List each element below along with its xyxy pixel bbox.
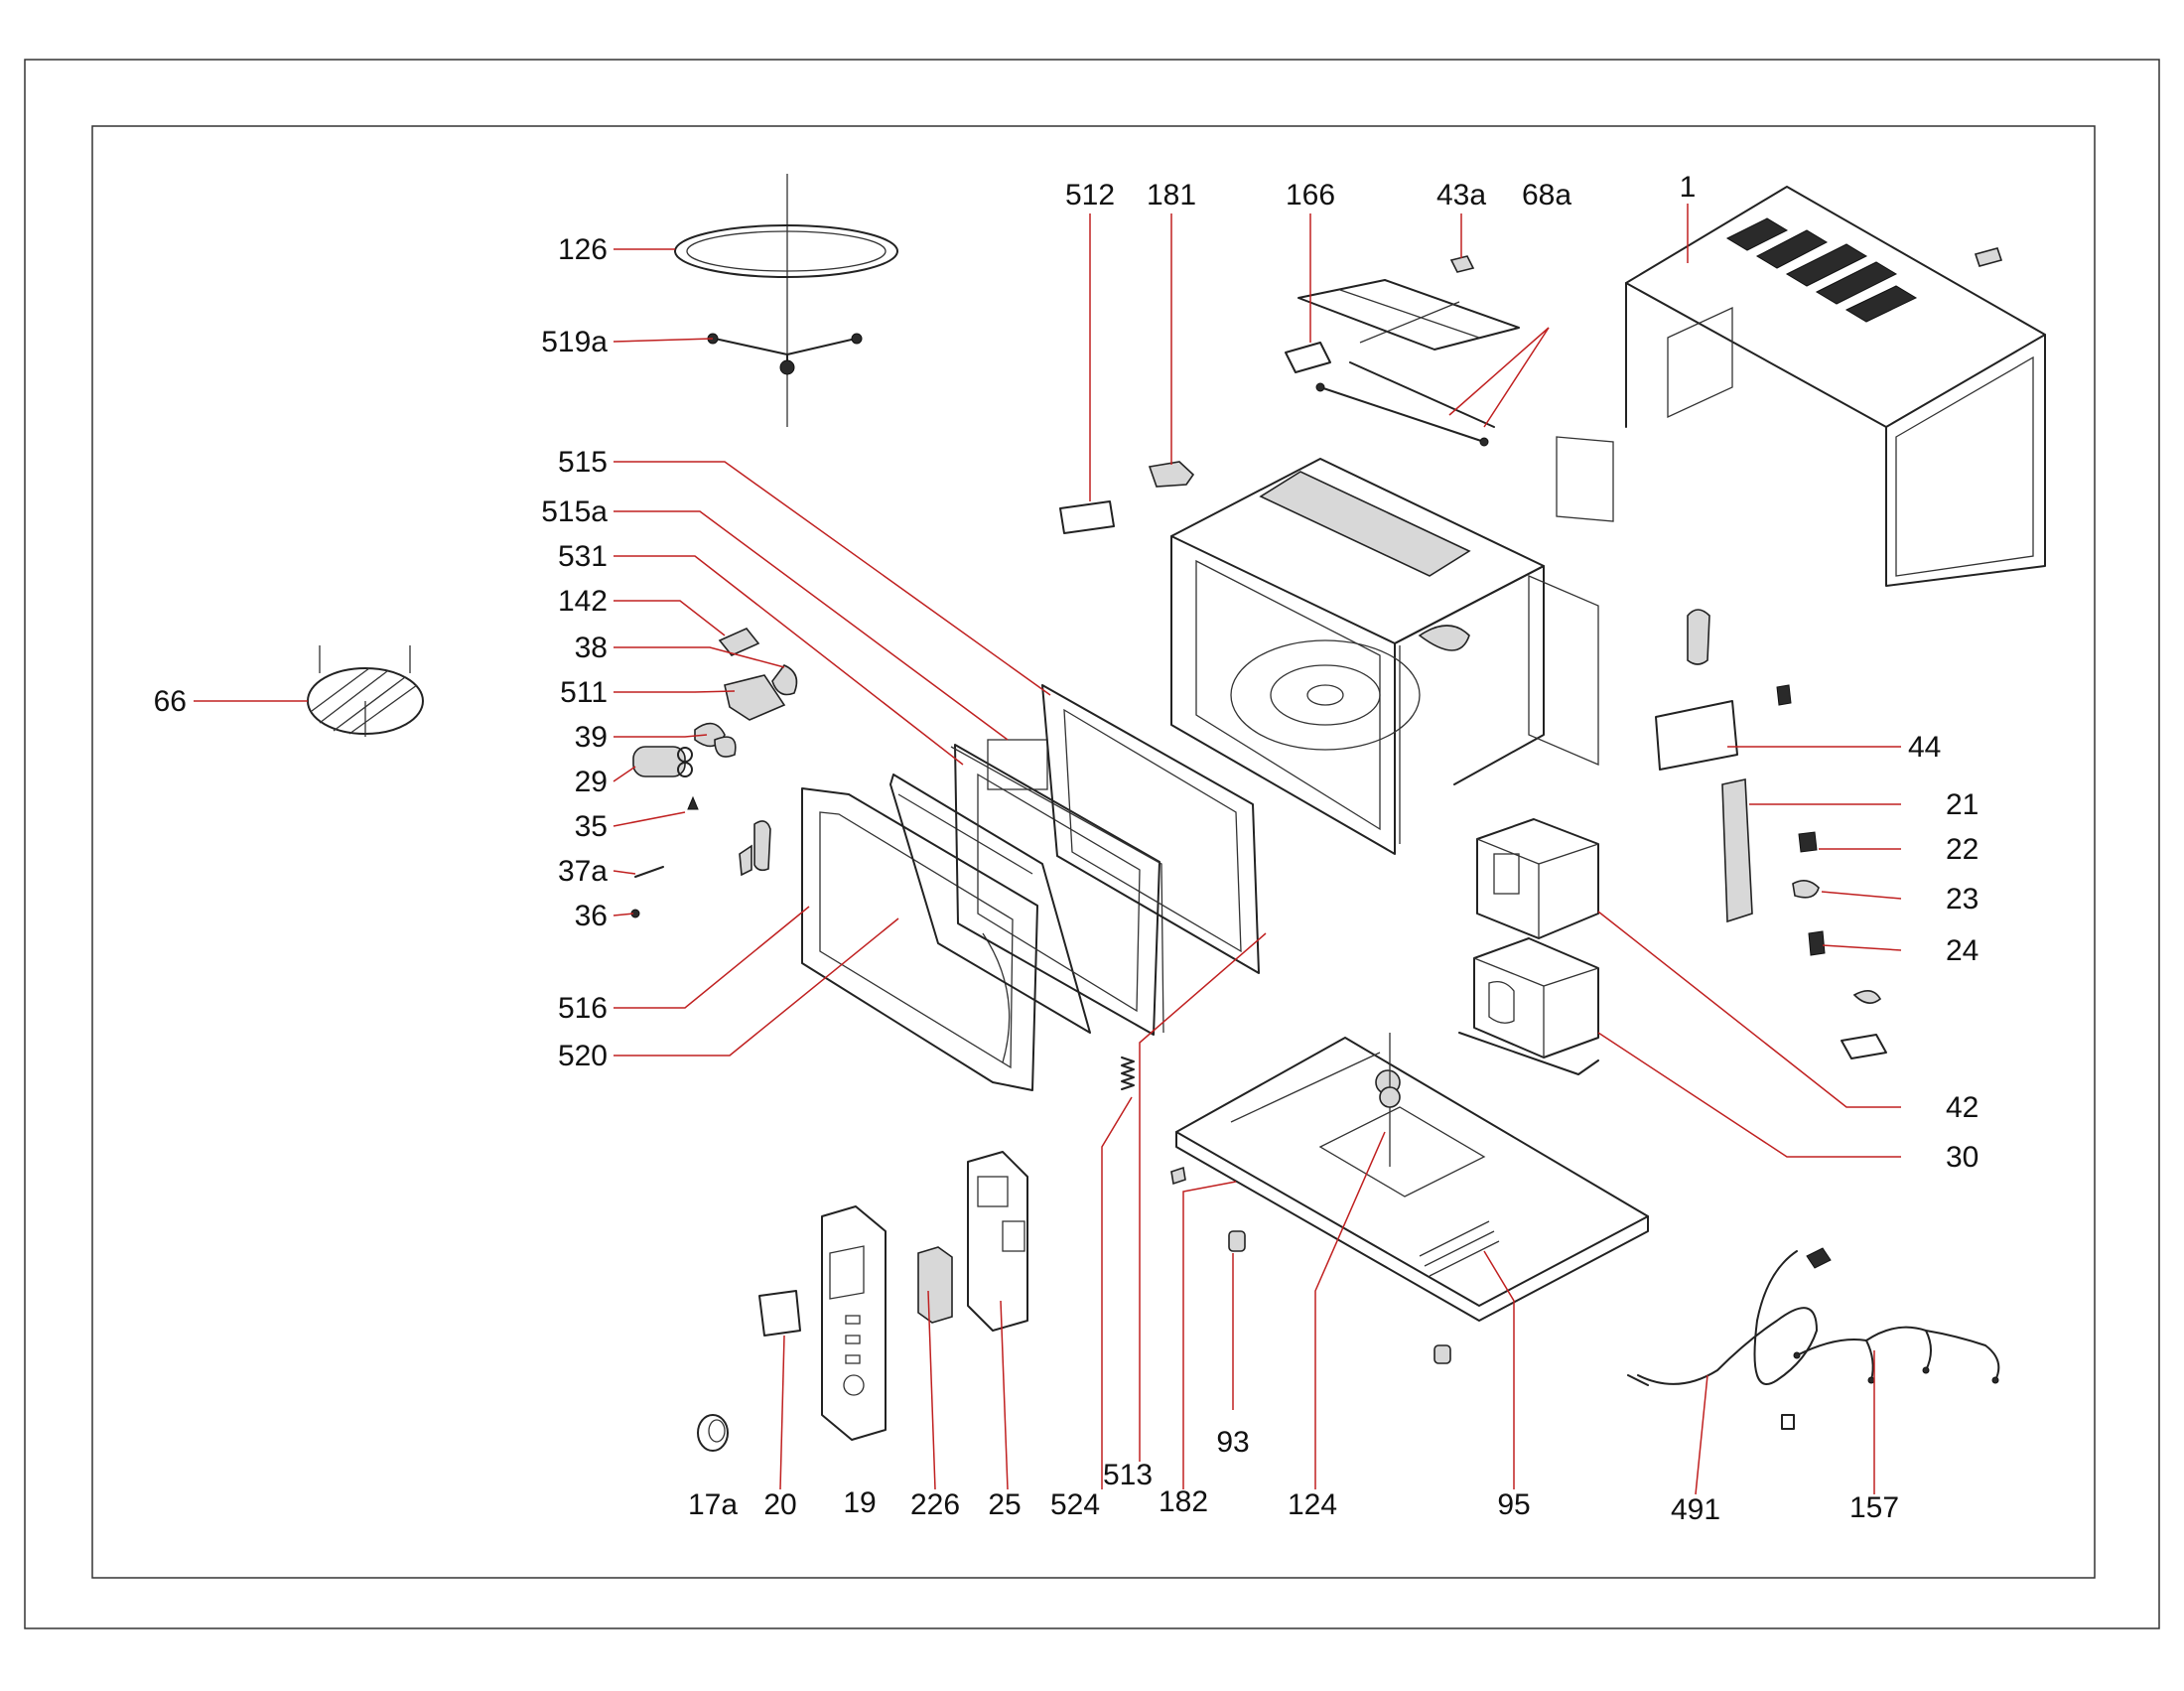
panel-label-part xyxy=(758,1290,801,1337)
label-35: 35 xyxy=(575,810,608,843)
label-43a: 43a xyxy=(1436,179,1486,211)
label-226: 226 xyxy=(910,1488,960,1521)
turntable-ring-part xyxy=(674,174,898,427)
label-512: 512 xyxy=(1065,179,1115,211)
label-93: 93 xyxy=(1216,1426,1249,1459)
label-511: 511 xyxy=(560,676,608,709)
heater-tubes-part xyxy=(1315,361,1495,447)
outer-border xyxy=(24,59,2160,1629)
label-22: 22 xyxy=(1946,833,1979,866)
label-25: 25 xyxy=(988,1488,1021,1521)
label-524: 524 xyxy=(1050,1488,1100,1521)
glass-tray-part xyxy=(307,645,424,737)
label-516: 516 xyxy=(558,992,608,1025)
label-29: 29 xyxy=(575,766,608,798)
label-19: 19 xyxy=(843,1486,876,1519)
label-182: 182 xyxy=(1159,1485,1208,1518)
label-37a: 37a xyxy=(558,855,608,888)
label-520: 520 xyxy=(558,1040,608,1072)
choke-frame-part xyxy=(1041,684,1260,974)
label-515a: 515a xyxy=(541,495,608,528)
inner-door-part xyxy=(950,739,1164,1036)
spring-part xyxy=(1121,1057,1135,1090)
magnetron-part xyxy=(1476,818,1599,939)
feet-part xyxy=(1228,1230,1451,1364)
small-left-components xyxy=(630,628,798,918)
label-44: 44 xyxy=(1908,731,1941,764)
transformer-part xyxy=(1458,937,1599,1075)
label-24: 24 xyxy=(1946,934,1979,967)
right-switch-components xyxy=(1655,609,1887,1059)
label-142: 142 xyxy=(558,585,608,618)
leader-lines xyxy=(194,204,1902,1495)
label-39: 39 xyxy=(575,721,608,754)
label-126: 126 xyxy=(558,233,608,266)
outer-case-part xyxy=(1625,186,2046,587)
label-181: 181 xyxy=(1147,179,1196,211)
control-pcb-part xyxy=(917,1151,1028,1332)
knob-part xyxy=(697,1414,729,1452)
inner-border xyxy=(91,125,2096,1579)
label-513: 513 xyxy=(1103,1459,1153,1491)
waveguide-plate-part xyxy=(1285,279,1520,373)
label-36: 36 xyxy=(575,900,608,932)
label-1: 1 xyxy=(1680,171,1697,204)
label-17a: 17a xyxy=(688,1488,738,1521)
motor-coupling-part xyxy=(1379,1033,1401,1167)
label-20: 20 xyxy=(763,1488,796,1521)
label-66: 66 xyxy=(154,685,187,718)
door-frame-part xyxy=(801,787,1038,1091)
label-38: 38 xyxy=(575,632,608,664)
label-157: 157 xyxy=(1849,1491,1899,1524)
label-519a: 519a xyxy=(541,326,608,358)
label-30: 30 xyxy=(1946,1141,1979,1174)
label-23: 23 xyxy=(1946,883,1979,916)
label-166: 166 xyxy=(1286,179,1335,211)
base-plate-part xyxy=(1170,1037,1649,1322)
wire-harness-part xyxy=(1793,1326,2000,1384)
case-label-part xyxy=(1556,436,1614,522)
control-panel-part xyxy=(821,1205,887,1441)
bracket-label-part xyxy=(1059,461,1195,534)
label-95: 95 xyxy=(1497,1488,1530,1521)
roller-support-part xyxy=(707,333,863,375)
label-124: 124 xyxy=(1288,1488,1337,1521)
connector-part xyxy=(1449,255,1475,273)
label-68a: 68a xyxy=(1522,179,1571,211)
oven-cavity-part xyxy=(1170,458,1599,855)
door-glass-part xyxy=(889,774,1091,1034)
label-21: 21 xyxy=(1946,788,1979,821)
label-515: 515 xyxy=(558,446,608,479)
label-42: 42 xyxy=(1946,1091,1979,1124)
part-labels: 126 519a 515 515a 531 142 38 511 39 29 3… xyxy=(154,171,1979,1526)
label-531: 531 xyxy=(558,540,608,573)
label-491: 491 xyxy=(1671,1493,1720,1526)
power-cord-part xyxy=(1627,1247,1832,1430)
